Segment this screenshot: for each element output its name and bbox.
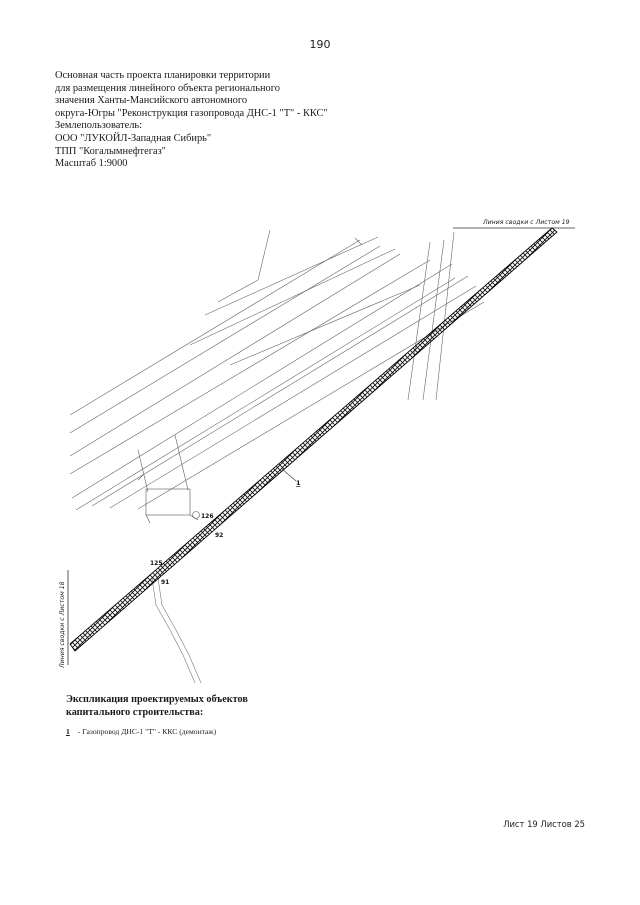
existing-corridor [69, 229, 485, 511]
lower-track-edge [157, 577, 202, 684]
object-marker: 1 [296, 479, 301, 487]
sheet-info: Лист 19 Листов 25 [503, 819, 585, 829]
header-line: Основная часть проекта планировки террит… [55, 70, 271, 81]
lower-track [151, 577, 196, 684]
header-line: для размещения линейного объекта региона… [55, 82, 280, 94]
header-line: Землепользователь: [55, 120, 143, 132]
point-label: 92 [215, 532, 223, 539]
map-header: Основная часть проекта планировки террит… [55, 70, 375, 171]
legend-title: капитального строительства: [66, 706, 204, 718]
legend-item: 1 - Газопровод ДНС-1 "Т" - ККС (демонтаж… [66, 727, 216, 736]
pad-structure [145, 488, 200, 524]
header-line: округа-Югры "Реконструкция газопровода Д… [55, 107, 328, 119]
legend-title: Экспликация проектируемых объектов [66, 694, 248, 705]
match-line-left-label: Линия сводки с Листом 18 [59, 581, 66, 669]
point-label: 126 [201, 513, 214, 520]
match-line-top-label: Линия сводки с Листом 19 [482, 219, 570, 226]
header-line: значения Ханты-Мансийского автономного [55, 95, 248, 107]
legend-item-text: - Газопровод ДНС-1 "Т" - ККС (демонтаж) [77, 727, 217, 736]
header-line: ООО "ЛУКОЙЛ-Западная Сибирь" [55, 132, 212, 144]
point-label: 91 [161, 579, 169, 586]
page-number: 190 [309, 38, 331, 51]
object-leader [281, 468, 297, 482]
legend: Экспликация проектируемых объектов капит… [66, 694, 366, 736]
gas-pipeline [69, 227, 558, 652]
header-line: ТПП "Когалымнефтегаз" [55, 145, 166, 157]
legend-item-marker: 1 [66, 727, 70, 736]
header-line: Масштаб 1:9000 [55, 158, 128, 170]
point-label: 125 [150, 560, 163, 567]
